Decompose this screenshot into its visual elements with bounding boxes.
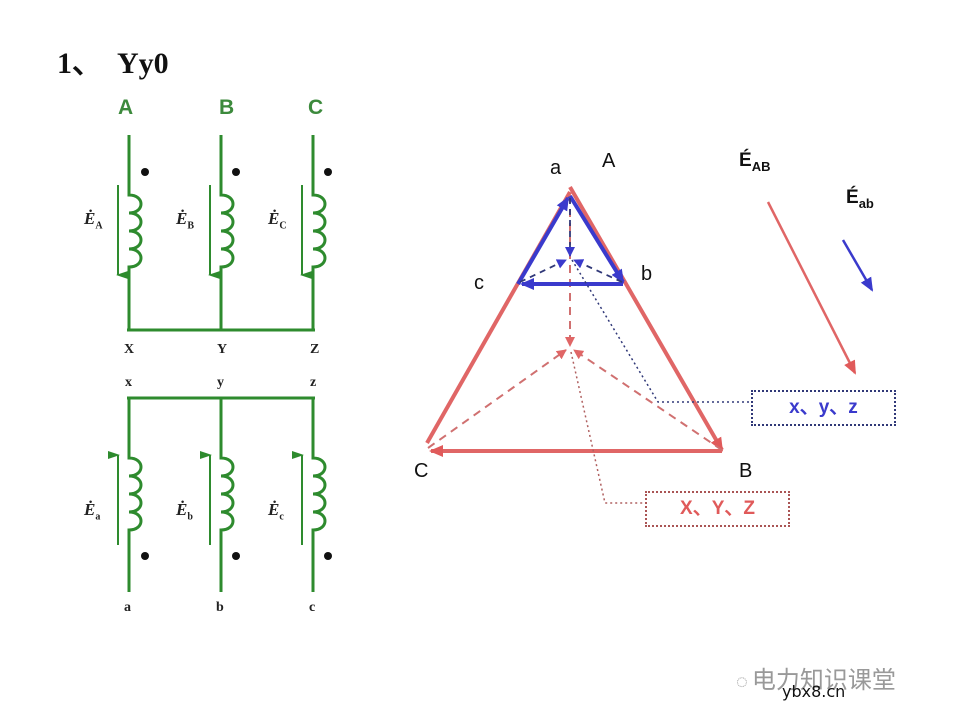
watermark-site: ybx8.cn xyxy=(782,682,846,701)
vertex-label-a: a xyxy=(550,157,562,179)
watermark-text: 电力知识课堂 xyxy=(751,667,896,694)
vector-Eab xyxy=(841,239,874,292)
emf-label-EB: ĖB xyxy=(176,209,195,232)
winding-b xyxy=(200,398,235,592)
terminal-c: c xyxy=(309,600,316,615)
emf-label-Ea: Ėa xyxy=(84,500,101,523)
terminal-Y: Y xyxy=(217,342,228,357)
terminal-a: a xyxy=(124,600,131,615)
vertex-label-c: c xyxy=(474,272,484,294)
terminal-Z: Z xyxy=(310,342,320,357)
primary-neutral-callout: X、Y、Z xyxy=(645,491,790,527)
winding-a xyxy=(108,398,143,592)
phase-label-C: C xyxy=(308,96,324,119)
phase-label-A: A xyxy=(118,96,134,119)
secondary-neutral-callout: x、y、z xyxy=(751,390,896,426)
vector-label-Eab: Éab xyxy=(846,187,874,211)
vertex-label-B: B xyxy=(739,460,753,482)
vertex-label-C: C xyxy=(414,460,429,482)
terminal-b: b xyxy=(216,600,224,615)
primary-star-dashed xyxy=(427,195,723,451)
emf-label-Ec: Ėc xyxy=(268,500,284,523)
vector-label-EAB: ÉAB xyxy=(739,150,771,174)
page-title: 1、 Yy0 xyxy=(57,47,169,80)
primary-phasor-triangle xyxy=(425,185,724,457)
secondary-polarity-dots xyxy=(141,552,332,560)
emf-label-EA: ĖA xyxy=(84,209,103,232)
secondary-star-dashed xyxy=(519,198,623,283)
phase-label-B: B xyxy=(219,96,235,119)
terminal-x: x xyxy=(125,375,132,390)
winding-C xyxy=(300,135,327,330)
emf-label-Eb: Ėb xyxy=(176,500,193,523)
primary-windings xyxy=(116,135,327,332)
winding-A xyxy=(116,135,143,330)
watermark: ◌电力知识课堂 xyxy=(736,660,896,695)
wechat-icon: ◌ xyxy=(736,671,748,693)
secondary-phasor-triangle xyxy=(516,194,625,290)
terminal-z: z xyxy=(310,375,317,390)
winding-c xyxy=(292,398,327,592)
winding-B xyxy=(208,135,235,330)
terminal-X: X xyxy=(124,342,135,357)
upper-neutral-leader xyxy=(570,351,645,504)
vector-EAB xyxy=(766,201,857,375)
emf-label-EC: ĖC xyxy=(268,209,287,232)
primary-polarity-dots xyxy=(141,168,332,176)
lower-neutral-leader xyxy=(571,259,751,403)
vertex-label-b: b xyxy=(641,263,653,285)
terminal-y: y xyxy=(217,375,224,390)
vertex-label-A: A xyxy=(602,150,616,172)
secondary-windings xyxy=(108,396,327,592)
